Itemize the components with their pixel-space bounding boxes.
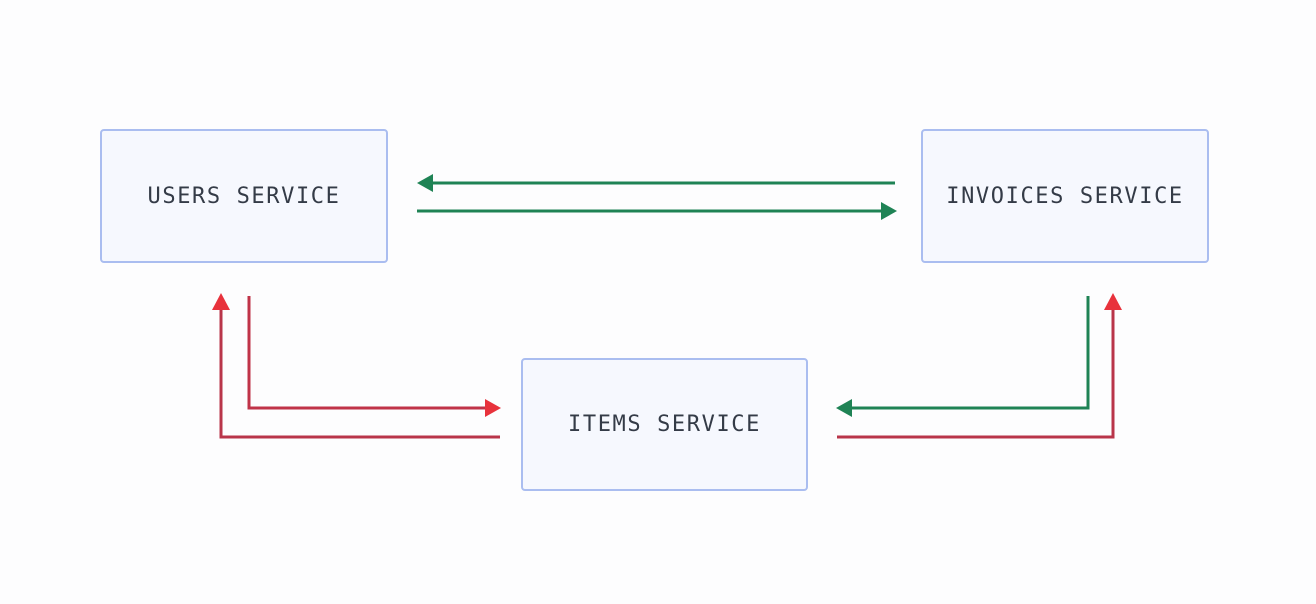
edge-invoices-to-users (417, 174, 895, 192)
edge-invoices-to-items (836, 296, 1090, 417)
arrowhead-up-icon (1104, 293, 1122, 310)
node-invoices-service-label: INVOICES SERVICE (946, 183, 1184, 209)
edge-line (247, 296, 487, 410)
edge-users-to-items (247, 296, 501, 417)
arrowhead-right-icon (881, 202, 897, 220)
edge-line (219, 308, 500, 439)
arrowhead-left-icon (417, 174, 433, 192)
edge-users-to-invoices (417, 202, 897, 220)
edge-line (837, 308, 1115, 439)
node-invoices-service[interactable]: INVOICES SERVICE (921, 129, 1209, 263)
node-users-service[interactable]: USERS SERVICE (100, 129, 388, 263)
edge-items-to-invoices (837, 293, 1122, 439)
edge-line (849, 296, 1090, 410)
arrowhead-left-icon (836, 399, 852, 417)
node-items-service-label: ITEMS SERVICE (568, 412, 761, 437)
node-items-service[interactable]: ITEMS SERVICE (521, 358, 808, 491)
edge-items-to-users (212, 293, 500, 439)
node-users-service-label: USERS SERVICE (147, 183, 341, 209)
arrowhead-right-icon (485, 399, 501, 417)
arrowhead-up-icon (212, 293, 230, 310)
